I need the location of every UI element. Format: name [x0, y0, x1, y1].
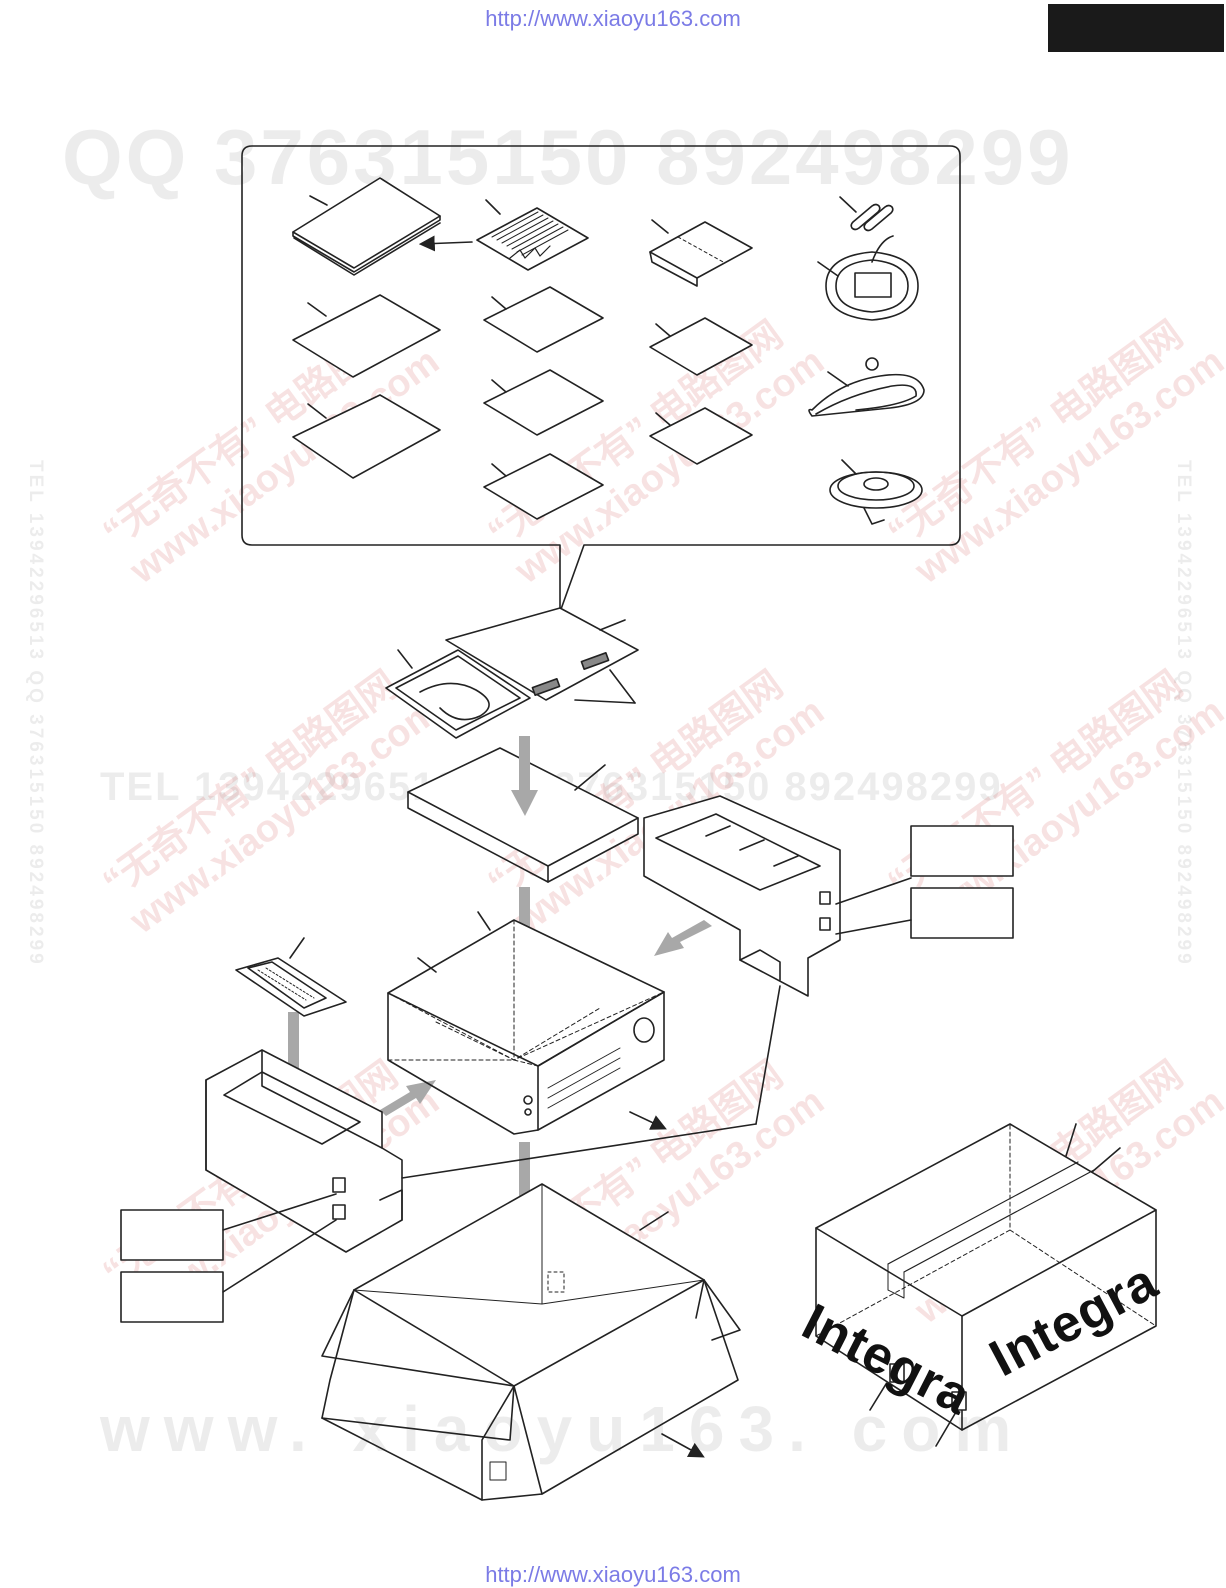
folded-leaflet	[649, 219, 753, 287]
label-callouts	[120, 825, 1014, 1323]
sheet-mid-2	[483, 369, 604, 436]
remote-control	[235, 937, 347, 1017]
source-url-top[interactable]: http://www.xiaoyu163.com	[485, 6, 741, 31]
accessories-callout	[241, 145, 961, 613]
sheet-mid-3	[483, 453, 604, 520]
am-loop-antenna	[817, 235, 919, 321]
source-url-bottom[interactable]: http://www.xiaoyu163.com	[485, 1562, 741, 1587]
warranty-card	[292, 294, 441, 378]
insert-arrow	[418, 235, 473, 252]
sheet-right-1	[649, 317, 753, 376]
fm-antenna	[808, 357, 925, 417]
registration-card	[292, 394, 441, 479]
barcode-sheet	[476, 199, 589, 271]
foam-cushion-right	[643, 795, 841, 997]
page-corner-tab	[1048, 4, 1224, 52]
receiver-unit	[387, 911, 665, 1135]
sheet-right-2	[649, 407, 753, 465]
open-carton	[321, 1111, 741, 1501]
sheet-mid-1	[483, 286, 604, 353]
setup-microphone	[829, 459, 923, 525]
closed-carton	[815, 1123, 1157, 1447]
batteries	[839, 196, 894, 232]
instruction-manual	[292, 177, 441, 276]
accessory-bag	[445, 607, 639, 704]
foam-cushion-left	[205, 1049, 403, 1253]
power-cord-bag	[385, 649, 531, 739]
